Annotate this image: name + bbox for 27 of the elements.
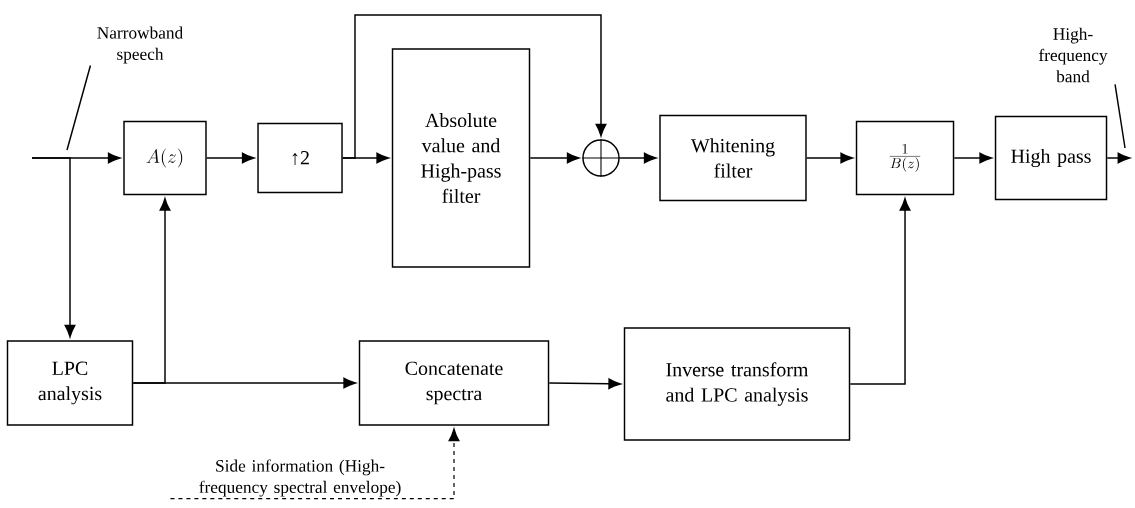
arrow xyxy=(806,152,853,164)
adder-symbol xyxy=(581,138,621,178)
arrow xyxy=(619,152,657,164)
input-label: Narrowband speech xyxy=(97,26,183,64)
filter-box: Absolute value and High-pass filter xyxy=(391,48,531,268)
filter-box: Whitening filter xyxy=(659,114,807,202)
arrow xyxy=(132,377,356,389)
output-label: High-frequency band xyxy=(1039,27,1108,83)
transfer-function-box: $A(z)$ xyxy=(123,120,207,196)
leader-line xyxy=(66,64,92,151)
filter-box: High pass xyxy=(994,115,1108,201)
arrow xyxy=(31,157,76,338)
side-information-label: Side information (High-frequency spectral envelope) xyxy=(199,459,401,497)
process-box: Concatenate spectra xyxy=(358,340,550,426)
process-box: Inverse transform and LPC analysis xyxy=(623,327,851,441)
arrow xyxy=(849,198,911,385)
arrow xyxy=(529,152,580,164)
arrow xyxy=(548,378,621,390)
arrow xyxy=(1106,152,1131,164)
process-box: LPC analysis xyxy=(6,340,134,426)
arrow xyxy=(953,152,992,164)
arrow xyxy=(206,152,255,164)
leader-line xyxy=(1114,83,1126,149)
upsampler-box: ↑2 xyxy=(257,122,343,194)
arrow xyxy=(169,428,460,500)
transfer-function-box: $\frac{1}{B(z)}$ xyxy=(855,120,955,196)
arrow xyxy=(342,14,607,159)
